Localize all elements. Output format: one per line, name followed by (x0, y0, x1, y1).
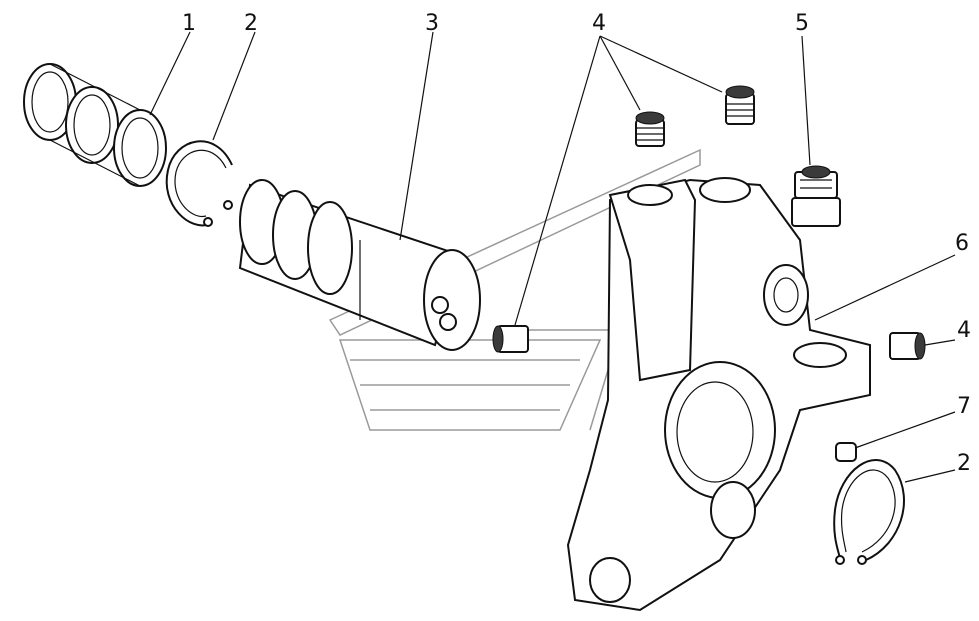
callout-5: 5 (795, 11, 809, 36)
callout-1: 1 (182, 11, 196, 36)
callout-4: 4 (592, 11, 606, 36)
part-4-plug-a (635, 111, 665, 147)
part-5-fitting (791, 165, 841, 227)
part-6-housing (566, 177, 871, 612)
part-3-piston (238, 179, 481, 351)
part-1-spring (23, 63, 167, 187)
callout-6: 6 (955, 231, 969, 256)
callout-labels: 1 2 3 4 5 6 4 7 2 (182, 11, 971, 476)
callout-4b: 4 (957, 318, 971, 343)
part-4-plug-b (725, 85, 755, 125)
part-2-retaining-ring (165, 140, 233, 227)
part-4-plug-d (889, 332, 926, 360)
part-7-pin (835, 442, 857, 462)
callout-2: 2 (244, 11, 258, 36)
callout-3: 3 (425, 11, 439, 36)
part-2-retaining-ring-b (833, 459, 905, 565)
leader-lines (149, 31, 956, 483)
callout-7: 7 (957, 394, 971, 419)
callout-2b: 2 (957, 451, 971, 476)
part-4-plug-c (492, 325, 529, 353)
